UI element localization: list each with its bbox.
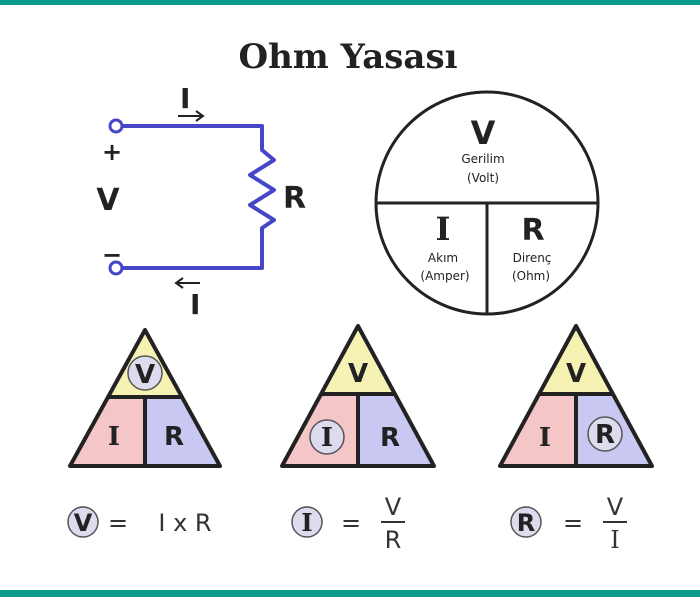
vir-circle: V Gerilim (Volt) I Akım (Amper) R Direnç… (374, 90, 600, 316)
triangle-i-top-region (321, 326, 395, 394)
circle-v-unit: (Volt) (467, 171, 499, 185)
triangle-v-right-label: R (164, 422, 184, 452)
circuit-wire (120, 124, 276, 270)
triangle-r-left-label: I (539, 423, 551, 453)
circle-i-label: Akım (428, 251, 458, 265)
bottom-frame-bar (0, 590, 700, 597)
voltage-label: V (96, 183, 120, 218)
formula-i-subject: I (301, 508, 312, 537)
triangle-i-top-label: V (348, 359, 368, 389)
triangle-i: V I R (280, 324, 436, 468)
triangle-r-top-region (539, 326, 613, 394)
current-label-top: I (180, 82, 190, 115)
triangle-v-right-region (145, 397, 220, 466)
formula-i-equals: = (341, 509, 361, 537)
circuit: I + V − R I (96, 82, 306, 321)
circle-r-unit: (Ohm) (512, 269, 550, 283)
formula-r-equals: = (563, 509, 583, 537)
formula-r-highlight (510, 506, 542, 538)
triangle-v-left-label: I (108, 422, 120, 452)
triangle-v-left-region (70, 397, 145, 466)
formula-r-subject: R (517, 509, 535, 537)
formula-i-denominator: R (385, 526, 402, 554)
triangle-r-left-region (500, 394, 576, 466)
triangle-i-left-label: I (321, 423, 333, 453)
triangle-v-highlight (127, 355, 163, 391)
triangle-i-highlight (309, 419, 345, 455)
triangle-v: V I R (68, 328, 222, 468)
current-arrow-right-icon (178, 110, 205, 122)
circle-r-label: Direnç (513, 251, 552, 265)
circle-r-symbol: R (521, 213, 544, 248)
formula-r: R = V I (510, 493, 627, 554)
current-label-bottom: I (190, 288, 200, 321)
formula-i-numerator: V (385, 493, 402, 521)
triangle-r: V I R (498, 324, 654, 468)
formula-v-equals: = (108, 509, 128, 537)
terminal-negative (108, 260, 124, 276)
current-arrow-left-icon (174, 277, 200, 289)
formula-i: I = V R (291, 493, 405, 554)
circle-v-symbol: V (471, 114, 496, 152)
circle-i-unit: (Amper) (420, 269, 469, 283)
minus-sign: − (102, 241, 122, 269)
circle-v-label: Gerilim (461, 152, 504, 166)
terminal-positive (108, 118, 124, 134)
formula-v-rhs: I x R (158, 509, 211, 537)
triangle-r-right-label: R (595, 420, 615, 450)
circle-i-symbol: I (436, 210, 451, 248)
formula-v-highlight (67, 506, 99, 538)
page-title: Ohm Yasası (238, 37, 457, 77)
triangle-r-top-label: V (566, 359, 586, 389)
formula-r-numerator: V (607, 493, 624, 521)
plus-sign: + (102, 138, 122, 166)
triangle-i-right-label: R (380, 423, 400, 453)
formula-v-subject: V (74, 509, 93, 537)
formula-i-highlight (291, 506, 323, 538)
top-frame-bar (0, 0, 700, 5)
triangle-r-highlight (587, 416, 623, 452)
triangle-v-top-label: V (135, 360, 155, 390)
triangle-i-right-region (358, 394, 434, 466)
formula-r-denominator: I (610, 526, 619, 554)
resistor-label: R (283, 181, 306, 216)
formula-v: V = I x R (67, 506, 212, 538)
